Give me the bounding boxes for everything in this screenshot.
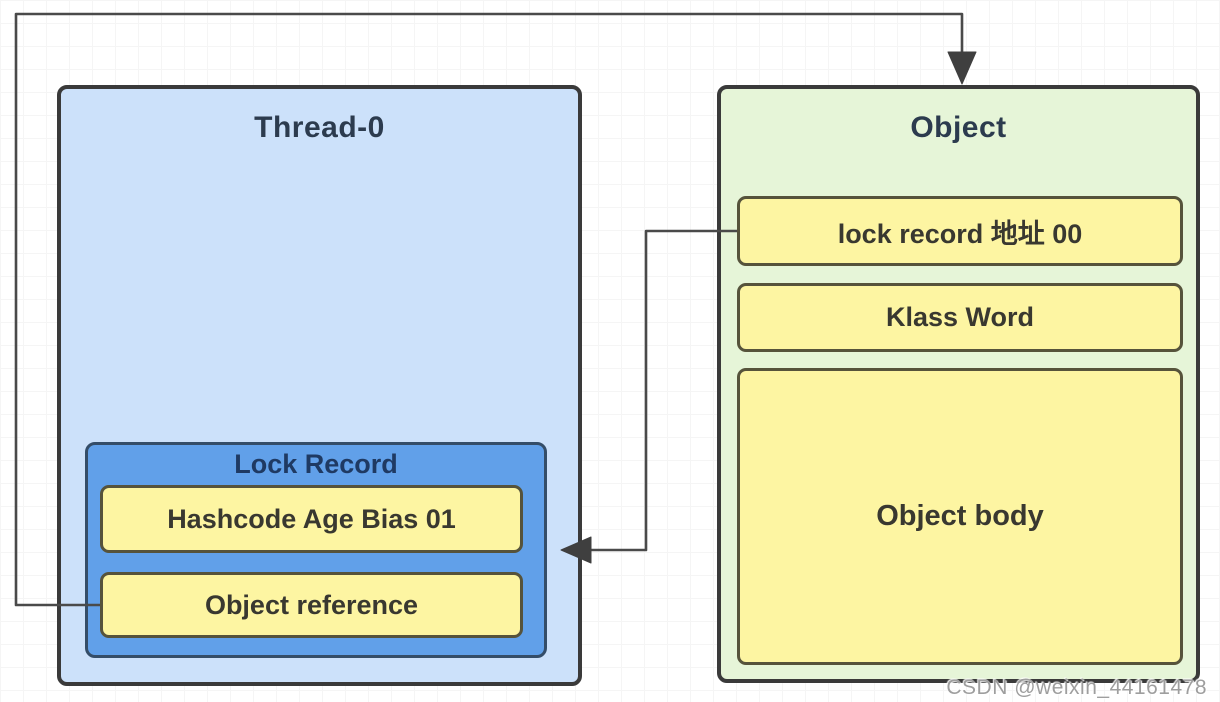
object-row-klass-word: Klass Word bbox=[737, 283, 1183, 352]
object-row-lock-record-address: lock record 地址 00 bbox=[737, 196, 1183, 266]
thread-box-title: Thread-0 bbox=[254, 111, 385, 144]
lock-record-box: Lock Record Hashcode Age Bias 01 Object … bbox=[85, 442, 547, 658]
lock-record-title: Lock Record bbox=[234, 449, 398, 479]
lock-record-row-hashcode-age-bias: Hashcode Age Bias 01 bbox=[100, 485, 523, 553]
arrowhead-down-icon bbox=[947, 51, 977, 85]
object-box: Object lock record 地址 00 Klass Word Obje… bbox=[717, 85, 1200, 683]
object-row-object-body: Object body bbox=[737, 368, 1183, 665]
watermark-text: CSDN @weixin_44161478 bbox=[946, 676, 1207, 699]
connector-lock-address-to-lock-record bbox=[591, 229, 737, 552]
thread-box: Thread-0 Lock Record Hashcode Age Bias 0… bbox=[57, 85, 582, 686]
object-box-title: Object bbox=[910, 111, 1007, 144]
lock-record-row-object-reference: Object reference bbox=[100, 572, 523, 638]
